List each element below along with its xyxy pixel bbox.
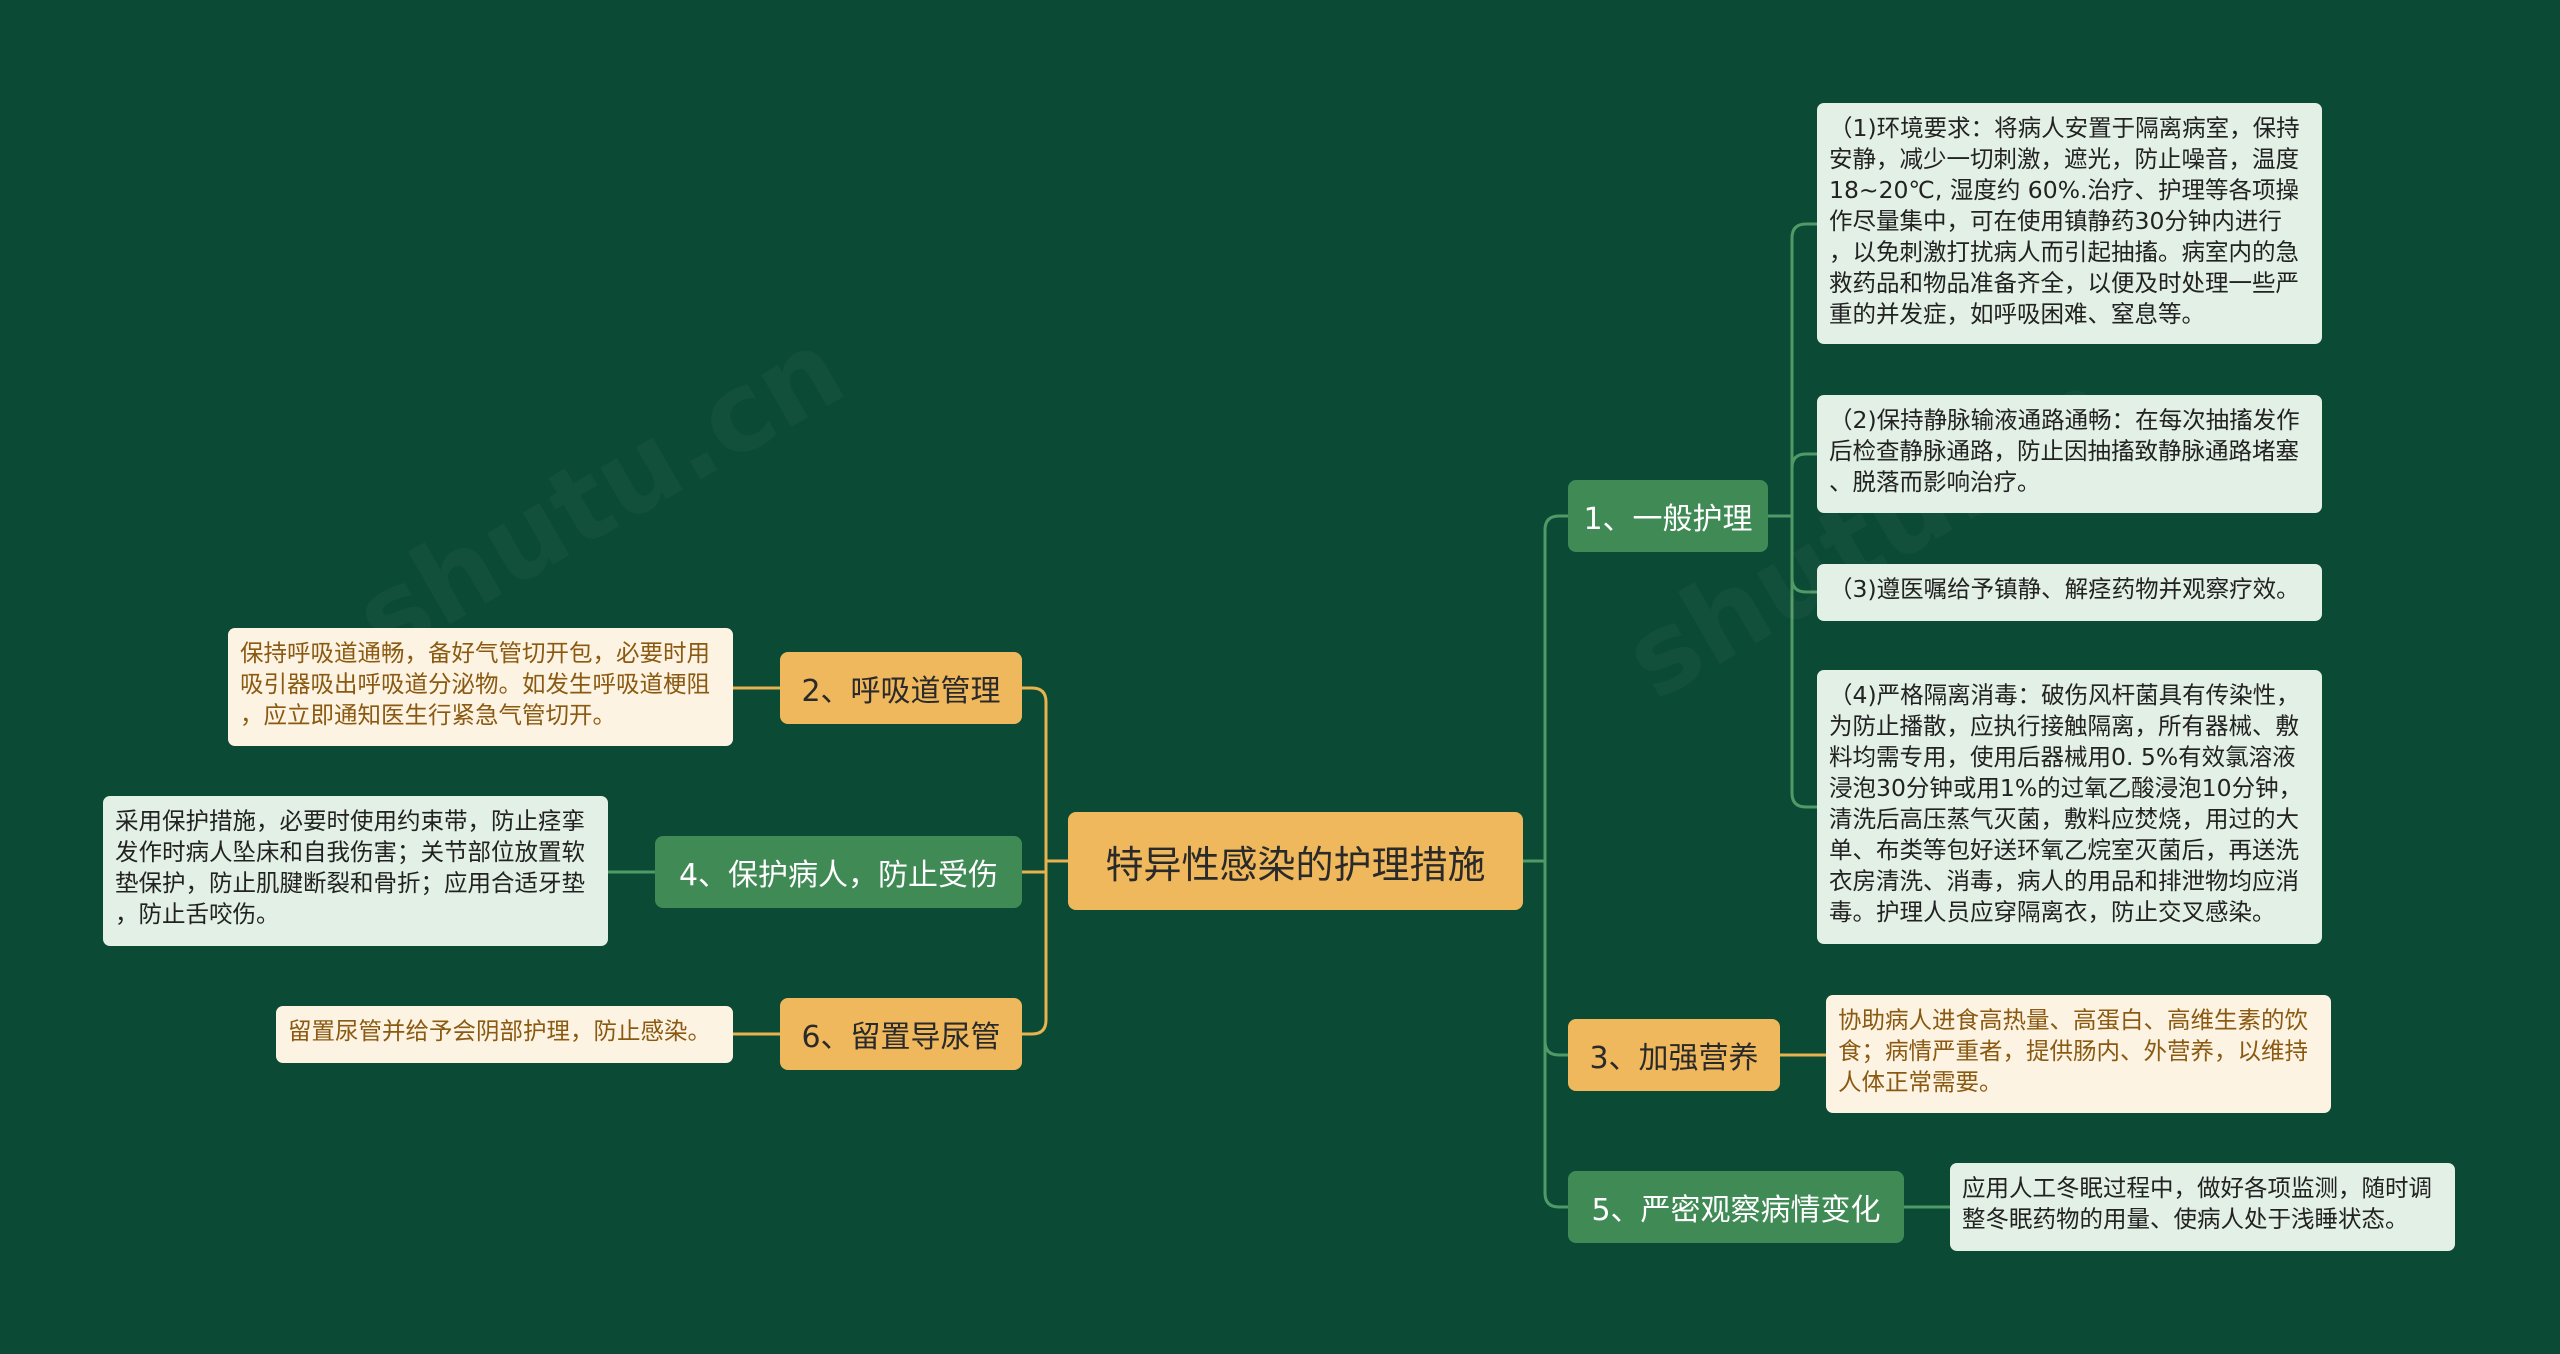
leaf-line: 作尽量集中，可在使用镇静药30分钟内进行 — [1829, 207, 2282, 235]
leaf-nutrition-detail: 协助病人进食高热量、高蛋白、高维生素的饮 食；病情严重者，提供肠内、外营养，以维… — [1826, 995, 2331, 1113]
leaf-line: 保持呼吸道通畅，备好气管切开包，必要时用 — [240, 639, 710, 667]
leaf-line: （3)遵医嘱给予镇静、解痉药物并观察疗效。 — [1829, 575, 2300, 603]
leaf-line: 采用保护措施，必要时使用约束带，防止痉挛 — [115, 807, 585, 835]
connector-to-airway — [1022, 686, 1048, 861]
leaf-airway-detail: 保持呼吸道通畅，备好气管切开包，必要时用 吸引器吸出呼吸道分泌物。如发生呼吸道梗… — [228, 628, 733, 746]
leaf-line: （2)保持静脉输液通路通畅：在每次抽搐发作 — [1829, 406, 2300, 434]
leaf-line: 、脱落而影响治疗。 — [1829, 468, 2041, 496]
leaf-line: ，应立即通知医生行紧急气管切开。 — [240, 701, 616, 729]
leaf-line: 发作时病人坠床和自我伤害；关节部位放置软 — [115, 838, 585, 866]
connector-b1-leaf4 — [1790, 516, 1817, 809]
leaf-sedation-medication: （3)遵医嘱给予镇静、解痉药物并观察疗效。 — [1817, 564, 2322, 621]
leaf-line: ，以免刺激打扰病人而引起抽搐。病室内的急 — [1829, 238, 2299, 266]
connector-to-general-care — [1543, 514, 1568, 861]
leaf-line: 吸引器吸出呼吸道分泌物。如发生呼吸道梗阻 — [240, 670, 710, 698]
leaf-line: 重的并发症，如呼吸困难、窒息等。 — [1829, 300, 2205, 328]
leaf-protection-detail: 采用保护措施，必要时使用约束带，防止痉挛 发作时病人坠床和自我伤害；关节部位放置… — [103, 796, 608, 946]
leaf-line: 为防止播散，应执行接触隔离，所有器械、敷 — [1829, 712, 2299, 740]
leaf-line: 料均需专用，使用后器械用0. 5%有效氯溶液 — [1829, 743, 2296, 771]
leaf-line: 救药品和物品准备齐全，以便及时处理一些严 — [1829, 269, 2299, 297]
leaf-line: 清洗后高压蒸气灭菌，敷料应焚烧，用过的大 — [1829, 805, 2299, 833]
leaf-line: 安静，减少一切刺激，遮光，防止噪音，温度 — [1829, 145, 2299, 173]
leaf-catheter-detail: 留置尿管并给予会阴部护理，防止感染。 — [276, 1006, 733, 1063]
leaf-line: （4)严格隔离消毒：破伤风杆菌具有传染性， — [1829, 681, 2300, 709]
leaf-line: 整冬眠药物的用量、使病人处于浅睡状态。 — [1962, 1205, 2409, 1233]
connector-b1-leaf1 — [1790, 222, 1817, 516]
leaf-line: 应用人工冬眠过程中，做好各项监测，随时调 — [1962, 1174, 2432, 1202]
leaf-iv-access: （2)保持静脉输液通路通畅：在每次抽搐发作 后检查静脉通路，防止因抽搐致静脉通路… — [1817, 395, 2322, 513]
leaf-line: （1)环境要求：将病人安置于隔离病室，保持 — [1829, 114, 2300, 142]
leaf-environment-requirements: （1)环境要求：将病人安置于隔离病室，保持 安静，减少一切刺激，遮光，防止噪音，… — [1817, 103, 2322, 344]
leaf-line: 衣房清洗、消毒，病人的用品和排泄物均应消 — [1829, 867, 2299, 895]
leaf-line: 协助病人进食高热量、高蛋白、高维生素的饮 — [1838, 1006, 2308, 1034]
leaf-observation-detail: 应用人工冬眠过程中，做好各项监测，随时调 整冬眠药物的用量、使病人处于浅睡状态。 — [1950, 1163, 2455, 1251]
branch-urinary-catheter[interactable]: 6、留置导尿管 — [780, 998, 1022, 1070]
connector-to-observation — [1543, 861, 1568, 1209]
leaf-line: 垫保护，防止肌腱断裂和骨折；应用合适牙垫 — [115, 869, 585, 897]
branch-nutrition[interactable]: 3、加强营养 — [1568, 1019, 1780, 1091]
leaf-line: 18~20℃, 湿度约 60%.治疗、护理等各项操 — [1829, 176, 2299, 204]
branch-airway-management[interactable]: 2、呼吸道管理 — [780, 652, 1022, 724]
branch-observe-condition[interactable]: 5、严密观察病情变化 — [1568, 1171, 1904, 1243]
connector-b1-leaf2 — [1790, 452, 1817, 516]
branch-general-care[interactable]: 1、一般护理 — [1568, 480, 1768, 552]
connector-to-nutrition — [1543, 861, 1568, 1057]
leaf-line: 单、布类等包好送环氧乙烷室灭菌后，再送洗 — [1829, 836, 2299, 864]
leaf-line: ，防止舌咬伤。 — [115, 900, 280, 928]
connector-b1-leaf3 — [1790, 516, 1817, 594]
connector-to-catheter — [1022, 861, 1048, 1036]
root-topic[interactable]: 特异性感染的护理措施 — [1068, 812, 1523, 910]
leaf-line: 人体正常需要。 — [1838, 1068, 2003, 1096]
branch-protect-patient[interactable]: 4、保护病人，防止受伤 — [655, 836, 1022, 908]
leaf-line: 留置尿管并给予会阴部护理，防止感染。 — [288, 1017, 711, 1045]
leaf-line: 食；病情严重者，提供肠内、外营养，以维持 — [1838, 1037, 2308, 1065]
leaf-line: 后检查静脉通路，防止因抽搐致静脉通路堵塞 — [1829, 437, 2299, 465]
leaf-isolation-disinfection: （4)严格隔离消毒：破伤风杆菌具有传染性， 为防止播散，应执行接触隔离，所有器械… — [1817, 670, 2322, 944]
leaf-line: 毒。护理人员应穿隔离衣，防止交叉感染。 — [1829, 898, 2276, 926]
leaf-line: 浸泡30分钟或用1%的过氧乙酸浸泡10分钟， — [1829, 774, 2303, 802]
